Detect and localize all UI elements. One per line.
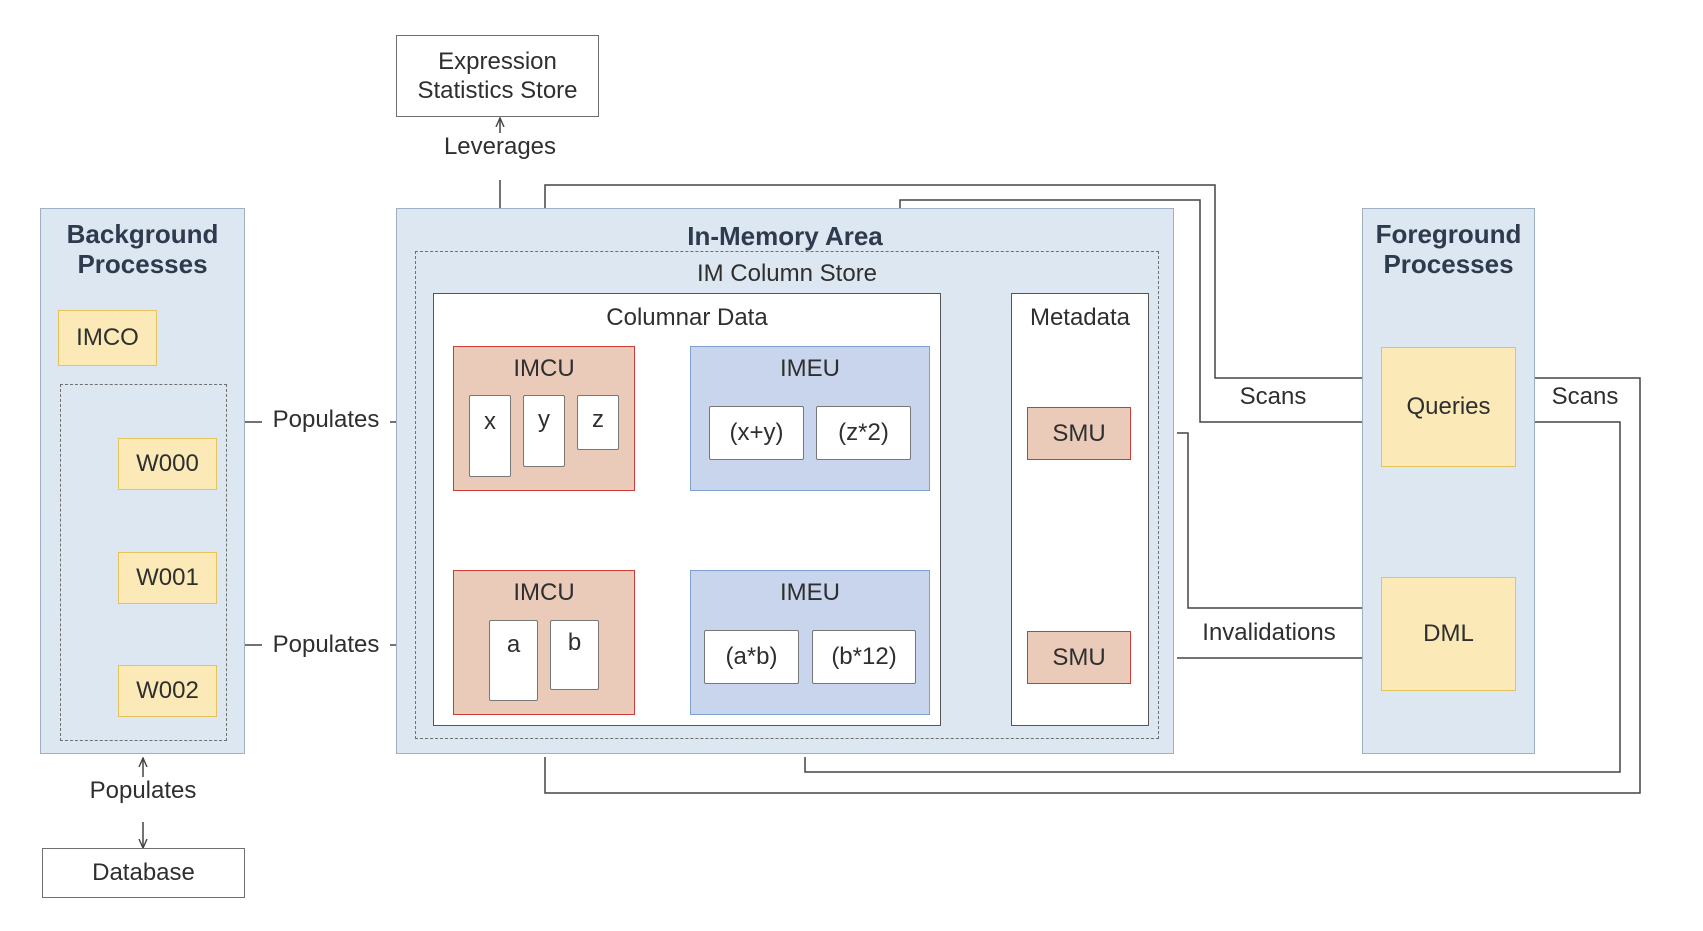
in-memory-area-title: In-Memory Area [687,221,883,251]
metadata-title: Metadata [1029,304,1131,331]
worker-w000: W000 [118,438,217,490]
imeu-1-expr-x-plus-y: (x+y) [709,406,804,460]
smu-1: SMU [1027,407,1131,460]
populates-label-bottom: Populates [272,631,380,658]
background-title-line2: Processes [77,249,208,279]
invalidations-label: Invalidations [1202,619,1336,646]
foreground-title-line1: Foreground [1375,219,1522,249]
im-column-store: IM Column Store [415,251,1159,739]
imeu-2-expr-a-times-b: (a*b) [704,630,799,684]
foreground-title-line2: Processes [1383,249,1514,279]
imcu-2-column-b: b [550,620,599,690]
columnar-data-title: Columnar Data [606,304,768,331]
scans-label-right: Scans [1551,383,1619,410]
worker-w002: W002 [118,665,217,717]
expression-statistics-store: Expression Statistics Store [396,35,599,117]
imcu-2-column-a: a [489,620,538,701]
imcu-2-label: IMCU [513,579,575,606]
smu-2: SMU [1027,631,1131,684]
imcu-1-column-z: z [577,395,619,450]
expression-store-line1: Expression [438,48,557,75]
populates-label-db: Populates [78,777,208,805]
imeu-1-label: IMEU [780,355,840,382]
imcu-1-label: IMCU [513,355,575,382]
scans-label-left: Scans [1239,383,1307,410]
populates-label-top: Populates [272,406,380,433]
worker-group [60,384,227,741]
imcu-1-column-y: y [523,395,565,467]
expression-store-line2: Statistics Store [417,77,578,104]
imeu-2-label: IMEU [780,579,840,606]
leverages-label: Leverages [438,133,562,161]
imeu-1-expr-z-times-2: (z*2) [816,406,911,460]
worker-w001: W001 [118,552,217,604]
im-column-store-title: IM Column Store [696,260,878,287]
queries-box: Queries [1381,347,1516,467]
database-box: Database [42,848,245,898]
dml-box: DML [1381,577,1516,691]
imco-box: IMCO [58,310,157,366]
background-title-line1: Background [66,219,219,249]
imeu-2-expr-b-times-12: (b*12) [812,630,916,684]
imcu-1-column-x: x [469,395,511,477]
imcu-2: IMCU [453,570,635,715]
